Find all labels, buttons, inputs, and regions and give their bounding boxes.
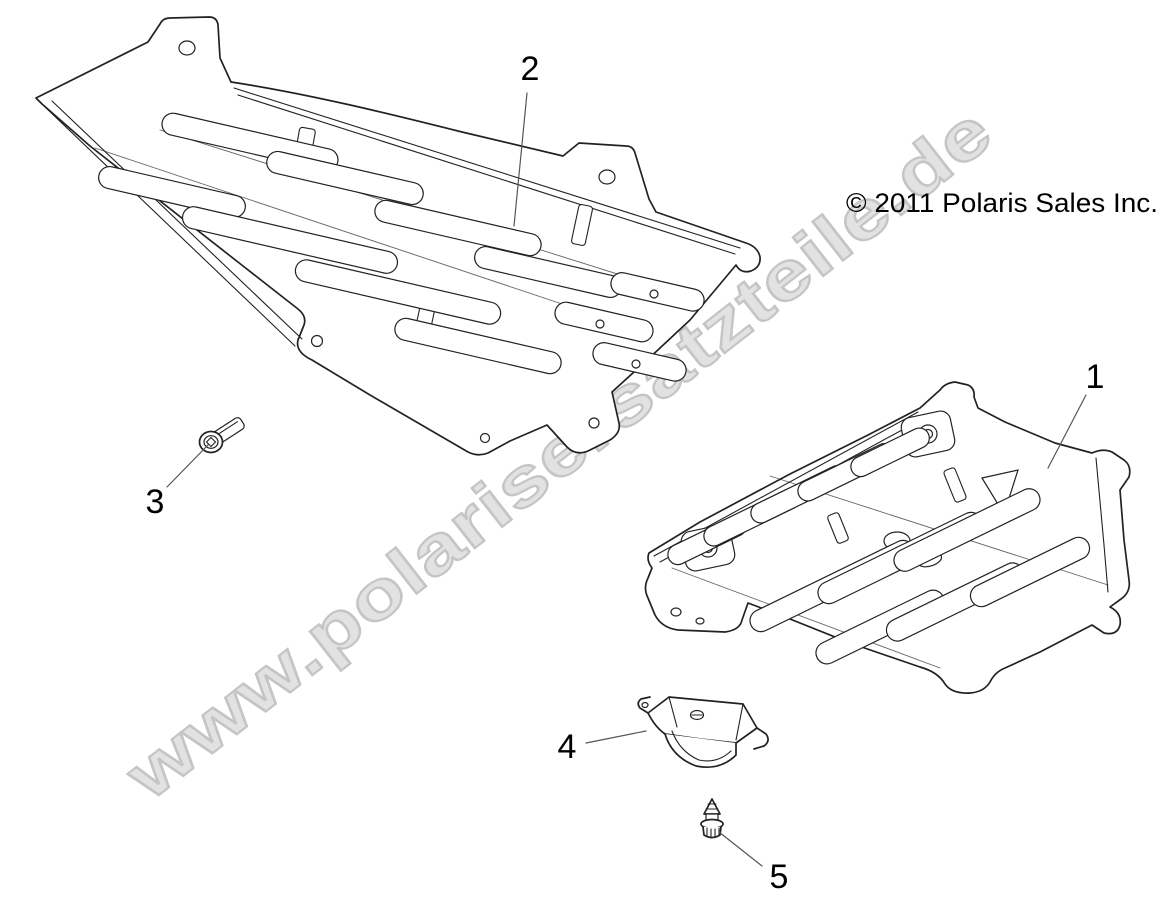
callout-1[interactable]: 1	[1086, 358, 1105, 396]
tab-hole	[670, 607, 682, 617]
rib-channels	[667, 427, 1091, 665]
triangle-cutout	[981, 469, 1019, 516]
bracket-body	[647, 696, 758, 744]
bracket-drawing	[637, 696, 769, 769]
rivet-skirt	[702, 826, 722, 839]
push-rivet-drawing	[700, 798, 724, 839]
callout-numbers: 1 2 3 4 5	[146, 50, 1105, 896]
leader-line-2	[513, 92, 528, 227]
torx-recess	[205, 436, 217, 448]
rear-skid-plate-drawing	[35, 16, 761, 456]
mounting-hole	[479, 432, 491, 444]
leader-line-5	[718, 831, 763, 867]
callout-2[interactable]: 2	[521, 50, 540, 88]
mounting-hole	[588, 417, 600, 429]
bracket-right-hook	[753, 727, 769, 750]
rivet-tip	[703, 798, 721, 815]
leader-line-4	[585, 730, 647, 744]
mounting-hole	[598, 169, 616, 185]
mounting-hole	[178, 40, 196, 56]
callout-5[interactable]: 5	[770, 858, 789, 896]
tab-hole	[695, 617, 705, 625]
callout-3[interactable]: 3	[146, 483, 165, 521]
mount-clips	[827, 467, 967, 544]
rib-channels	[98, 112, 705, 382]
callout-leaders	[166, 92, 1087, 867]
callout-4[interactable]: 4	[558, 728, 577, 766]
mounting-hole	[310, 334, 324, 348]
screw-drawing	[198, 417, 245, 454]
leader-line-1	[1047, 394, 1087, 469]
front-skid-plate-drawing	[644, 381, 1131, 694]
leader-line-3	[166, 444, 209, 488]
copyright-text: © 2011 Polaris Sales Inc.	[846, 188, 1158, 218]
